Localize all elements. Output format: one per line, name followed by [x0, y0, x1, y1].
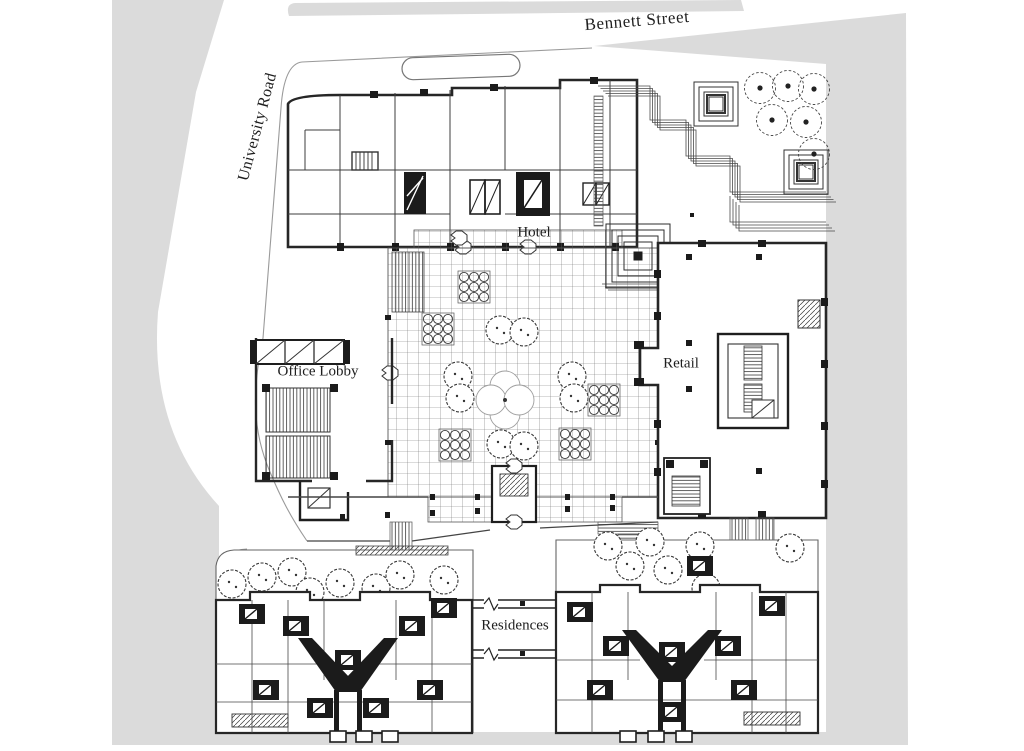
- hotel-cores: [404, 172, 610, 216]
- tree-icon: [559, 383, 589, 413]
- office-escalators: [262, 384, 338, 480]
- terrace-west-edge: [593, 95, 604, 227]
- tree-icon: [247, 562, 277, 592]
- connector-bridges: [473, 596, 556, 662]
- retail-block: [634, 240, 828, 520]
- tree-icon: [685, 531, 715, 561]
- tree-icon: [756, 104, 788, 136]
- plaza-escalator-hatch: [391, 251, 425, 313]
- retail-core: [716, 332, 790, 430]
- residence-left-building: [214, 590, 474, 743]
- residence-right-building: [554, 555, 820, 743]
- office-elevator-bank: [250, 339, 350, 365]
- residences: [214, 527, 820, 743]
- tree-icon: [385, 560, 415, 590]
- retail-ne-stair: [797, 299, 821, 329]
- tree-icon: [653, 555, 683, 585]
- tree-icon: [429, 565, 459, 595]
- block-top-sidewalk: [287, 0, 744, 16]
- hotel-stair-icon: [351, 151, 379, 171]
- tree-icon: [615, 551, 645, 581]
- zone-label-office-lobby: Office Lobby: [277, 363, 359, 380]
- plaza-quatrefoil-fountain: [475, 370, 535, 430]
- office-lobby: [250, 338, 394, 522]
- block-right: [594, 13, 908, 745]
- tree-icon: [325, 568, 355, 598]
- residence-partitions: [216, 600, 472, 733]
- context-blocks: [112, 0, 908, 745]
- block-left-and-bottom: [112, 0, 908, 745]
- tree-icon: [509, 431, 539, 461]
- south-wing: [288, 458, 775, 577]
- tree-icon: [744, 72, 776, 104]
- tree-icon: [593, 531, 623, 561]
- tree-icon: [217, 569, 247, 599]
- planter-strip: [743, 711, 801, 726]
- tree-icon: [445, 383, 475, 413]
- retail-south-stair: [663, 457, 711, 515]
- door-notch-icon: [381, 365, 399, 381]
- south-wall-columns: [340, 505, 615, 520]
- zone-label-hotel: Hotel: [517, 224, 551, 241]
- hotel-block: [286, 53, 639, 255]
- planter-strip: [231, 713, 289, 728]
- break-mark-icon: [483, 596, 499, 612]
- entry-canopy: [401, 53, 521, 81]
- zone-label-residences: Residences: [481, 617, 549, 634]
- south-entry-vestibule: [490, 458, 538, 530]
- break-mark-icon: [483, 646, 499, 662]
- residence-corridor-y: [298, 638, 398, 733]
- office-walls: [254, 338, 394, 483]
- tree-icon: [790, 106, 822, 138]
- residence-bottom-tabs: [619, 730, 693, 743]
- tree-icon: [509, 317, 539, 347]
- tree-icon: [485, 315, 515, 345]
- square-spiral-fountain-icon: [783, 149, 829, 195]
- planter-strip: [355, 545, 449, 556]
- zone-label-retail: Retail: [663, 355, 699, 372]
- residence-bottom-tabs: [329, 730, 399, 743]
- tree-icon: [635, 527, 665, 557]
- tree-icon: [775, 533, 805, 563]
- square-spiral-fountain-icon: [693, 81, 739, 127]
- tree-icon: [798, 73, 830, 105]
- office-entry: [298, 481, 350, 522]
